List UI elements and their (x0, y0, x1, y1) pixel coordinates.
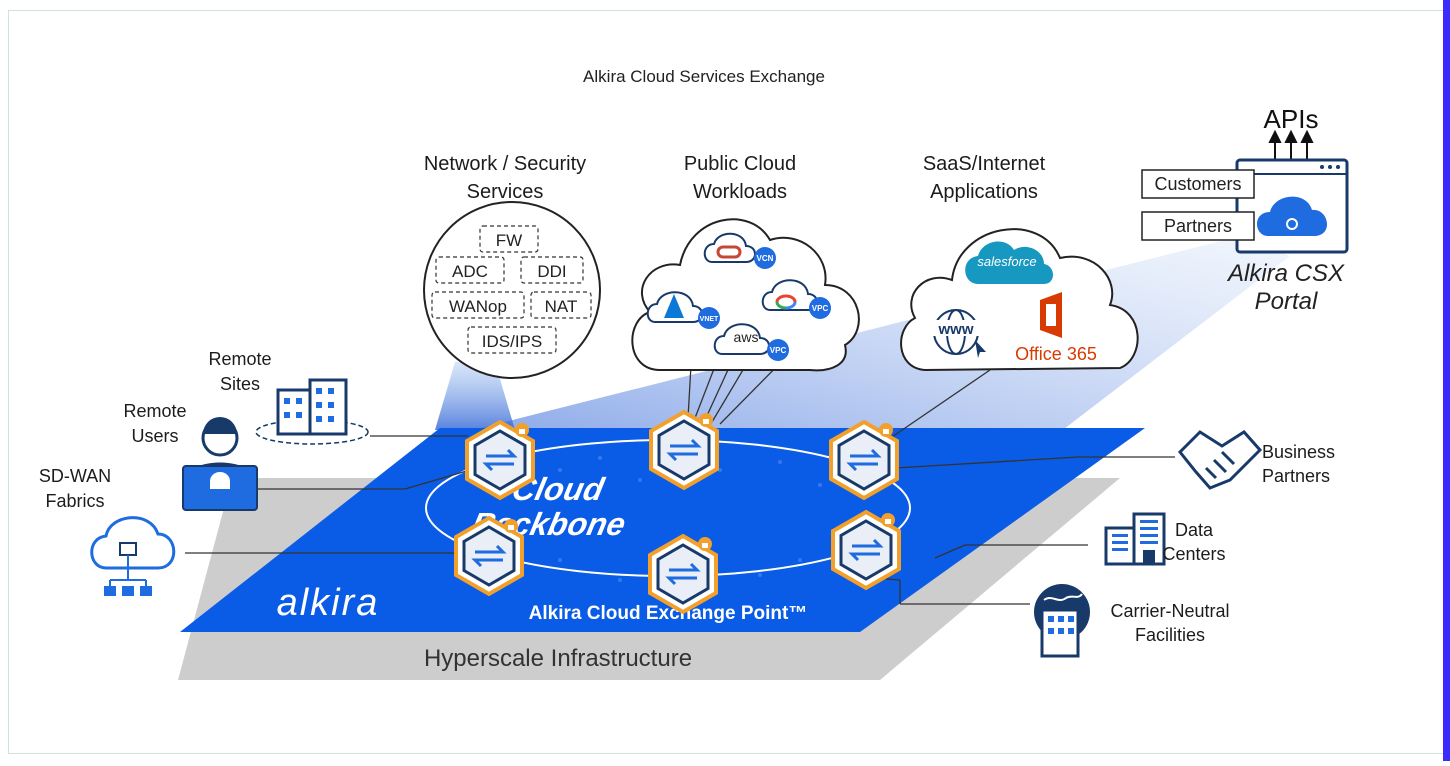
data-centers-label-1: Data (1175, 520, 1214, 540)
service-fw: FW (496, 231, 522, 250)
frame-border (8, 10, 1444, 754)
service-ids-ips: IDS/IPS (482, 332, 542, 351)
globe-www-icon: www (930, 309, 986, 358)
services-beam (435, 362, 515, 430)
service-adc: ADC (452, 262, 488, 281)
svg-text:salesforce: salesforce (977, 254, 1036, 269)
service-box-adc (435, 256, 505, 284)
vnet-badge (698, 307, 720, 329)
vpc-badge-aws (767, 339, 789, 361)
api-arrows (1268, 129, 1314, 160)
handshake-icon (1177, 430, 1263, 490)
remote-users-label-1: Remote (123, 401, 186, 421)
sdwan-label-1: SD-WAN (39, 466, 111, 486)
vpn-label: VPN (212, 490, 229, 499)
service-wanop: WANop (449, 297, 507, 316)
vpc-badge-gcp (809, 297, 831, 319)
service-box-ddi (520, 256, 584, 284)
partners-label: Partners (1164, 216, 1232, 236)
category-network-1: Network / Security (424, 153, 586, 175)
carrier-neutral-label-2: Facilities (1135, 625, 1205, 645)
vnet-badge-label: VNET (700, 316, 719, 323)
category-cloud-1: Public Cloud (684, 153, 796, 175)
remote-sites-label-2: Sites (220, 374, 260, 394)
office-building-icon (255, 378, 369, 445)
alkira-brand: alkira (277, 582, 380, 624)
customers-label: Customers (1154, 174, 1241, 194)
portal-cloud-gear-icon (1257, 196, 1328, 236)
remote-users-label-2: Users (131, 426, 178, 446)
customers-box (1141, 169, 1255, 199)
service-nat: NAT (545, 297, 578, 316)
service-box-wanop (431, 291, 525, 319)
platform-plane (180, 428, 1145, 632)
category-saas-1: SaaS/Internet (923, 153, 1046, 175)
service-box-fw (479, 225, 539, 253)
office365-logo: Office 365 (1015, 292, 1097, 364)
vcn-badge (754, 247, 776, 269)
portal-caption-2: Portal (1255, 288, 1318, 315)
business-partners-label-1: Business (1262, 442, 1335, 462)
salesforce-logo: salesforce (965, 241, 1053, 284)
hyperscale-label: Hyperscale Infrastructure (424, 645, 692, 672)
partners-box (1141, 211, 1255, 241)
data-centers-label-2: Centers (1162, 544, 1225, 564)
category-network-2: Services (467, 181, 544, 203)
diagram-title: Alkira Cloud Services Exchange (583, 67, 825, 86)
sdwan-label-2: Fabrics (45, 491, 104, 511)
carrier-neutral-label-1: Carrier-Neutral (1110, 601, 1229, 621)
service-ddi: DDI (537, 262, 566, 281)
apis-label: APIs (1264, 104, 1319, 134)
exchange-point-label: Alkira Cloud Exchange Point™ (529, 603, 808, 624)
vcn-badge-label: VCN (757, 254, 774, 263)
sdwan-cloud-icon (90, 516, 176, 596)
aws-logo: aws (734, 329, 759, 345)
vpc-badge-gcp-label: VPC (812, 304, 829, 313)
category-saas-2: Applications (930, 181, 1038, 203)
edge-strip (1443, 0, 1450, 761)
business-partners-label-2: Partners (1262, 466, 1330, 486)
vpn-user-icon: VPN (182, 417, 258, 511)
portal-caption-1: Alkira CSX (1226, 260, 1345, 287)
svg-text:www: www (937, 321, 973, 338)
data-center-icon (1104, 512, 1166, 566)
svg-text:Office 365: Office 365 (1015, 344, 1097, 364)
carrier-facility-icon (1034, 584, 1090, 658)
aws-cloud-icon: aws (713, 323, 770, 355)
category-cloud-2: Workloads (693, 181, 787, 203)
vpc-badge-aws-label: VPC (770, 346, 787, 355)
remote-sites-label-1: Remote (208, 349, 271, 369)
